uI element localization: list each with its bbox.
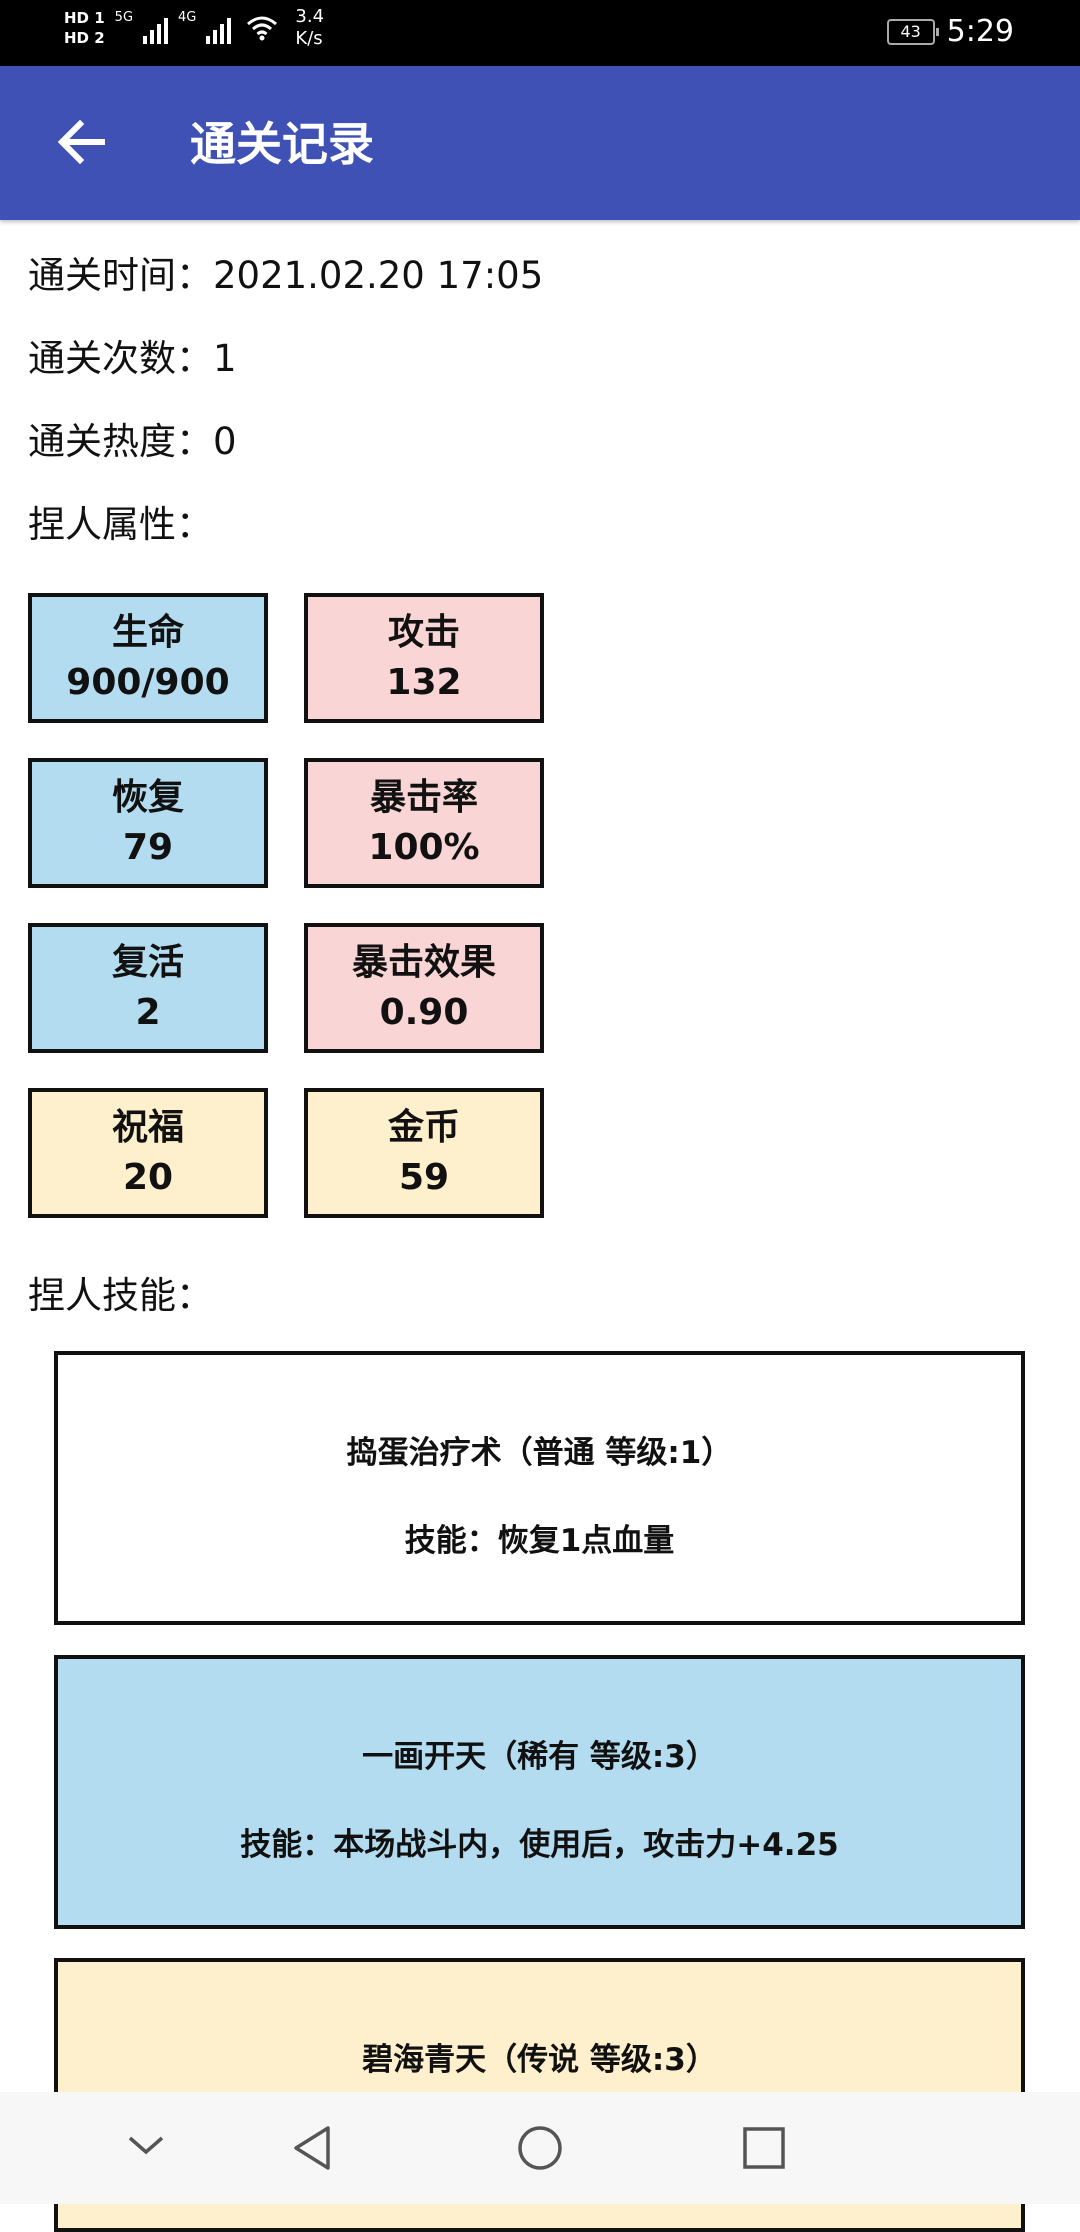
clear-count-label: 通关次数： (28, 337, 213, 380)
system-nav-bar (0, 2092, 1080, 2204)
stat-blessing-value: 20 (122, 1157, 174, 1198)
status-right: 43 5:29 (886, 14, 1014, 49)
skill-card: 捣蛋治疗术（普通 等级:1） 技能：恢复1点血量 (54, 1351, 1025, 1625)
home-circle-icon[interactable] (516, 2124, 564, 2172)
sim2-label: HD 2 (64, 29, 105, 47)
clear-heat-value: 0 (213, 420, 237, 463)
stat-crit-rate-name: 暴击率 (369, 777, 478, 818)
stat-crit-effect-value: 0.90 (379, 992, 469, 1033)
skill-desc: 技能：恢复1点血量 (404, 1523, 675, 1559)
network-5g-label: 5G (114, 10, 134, 25)
signal-1-icon (143, 12, 169, 44)
stat-hp-card: 生命 900/900 (28, 593, 268, 723)
skill-card: 一画开天（稀有 等级:3） 技能：本场战斗内，使用后，攻击力+4.25 (54, 1655, 1025, 1929)
battery-icon: 43 (886, 18, 939, 45)
stat-revive-name: 复活 (111, 942, 184, 983)
recents-square-icon[interactable] (742, 2126, 786, 2170)
clear-count-value: 1 (213, 337, 237, 380)
skills-heading: 捏人技能： (28, 1274, 213, 1317)
clear-time-row: 通关时间：2021.02.20 17:05 (28, 254, 543, 298)
network-speed: 3.4 K/s (295, 6, 324, 50)
stat-gold-card: 金币 59 (304, 1088, 544, 1218)
clear-count-row: 通关次数：1 (28, 337, 237, 381)
stat-crit-effect-name: 暴击效果 (351, 942, 496, 983)
arrow-left-icon[interactable] (52, 112, 112, 172)
page-title: 通关记录 (190, 117, 374, 171)
stat-revive-card: 复活 2 (28, 923, 268, 1053)
stat-blessing-card: 祝福 20 (28, 1088, 268, 1218)
speed-value: 3.4 (295, 6, 325, 27)
stat-crit-rate-card: 暴击率 100% (304, 758, 544, 888)
stat-gold-name: 金币 (387, 1107, 460, 1148)
stat-recovery-name: 恢复 (111, 777, 184, 818)
back-triangle-icon[interactable] (290, 2124, 334, 2172)
chevron-down-icon[interactable] (126, 2130, 166, 2160)
network-4g-label: 4G (178, 10, 197, 25)
skill-title: 一画开天（稀有 等级:3） (362, 1739, 717, 1775)
stat-recovery-card: 恢复 79 (28, 758, 268, 888)
skill-title: 捣蛋治疗术（普通 等级:1） (346, 1435, 733, 1471)
sim1-label: HD 1 (64, 9, 105, 27)
speed-unit: K/s (295, 28, 323, 49)
stat-revive-value: 2 (135, 992, 161, 1033)
stat-blessing-name: 祝福 (111, 1107, 184, 1148)
stat-hp-value: 900/900 (66, 662, 230, 703)
stat-hp-name: 生命 (111, 612, 184, 653)
clock: 5:29 (946, 14, 1014, 49)
attributes-heading: 捏人属性： (28, 503, 213, 546)
stat-crit-effect-card: 暴击效果 0.90 (304, 923, 544, 1053)
stat-crit-rate-value: 100% (368, 827, 480, 868)
stat-attack-name: 攻击 (387, 612, 460, 653)
stat-attack-value: 132 (386, 662, 462, 703)
skill-title: 碧海青天（传说 等级:3） (362, 2042, 717, 2078)
clear-time-label: 通关时间： (28, 254, 213, 297)
app-bar: 通关记录 (0, 66, 1080, 220)
wifi-icon (247, 16, 278, 41)
sim-indicators: HD 1 HD 2 (64, 8, 105, 48)
status-left: HD 1 HD 2 5G 4G 3.4 K/s (64, 6, 324, 50)
clear-time-value: 2021.02.20 17:05 (213, 254, 544, 297)
clear-heat-row: 通关热度：0 (28, 420, 237, 464)
stat-attack-card: 攻击 132 (304, 593, 544, 723)
signal-2-icon (206, 12, 232, 44)
clear-heat-label: 通关热度： (28, 420, 213, 463)
status-bar: HD 1 HD 2 5G 4G 3.4 K/s 43 5:29 (0, 0, 1080, 66)
stat-recovery-value: 79 (122, 827, 174, 868)
skill-desc: 技能：本场战斗内，使用后，攻击力+4.25 (240, 1827, 839, 1863)
stat-gold-value: 59 (398, 1157, 450, 1198)
